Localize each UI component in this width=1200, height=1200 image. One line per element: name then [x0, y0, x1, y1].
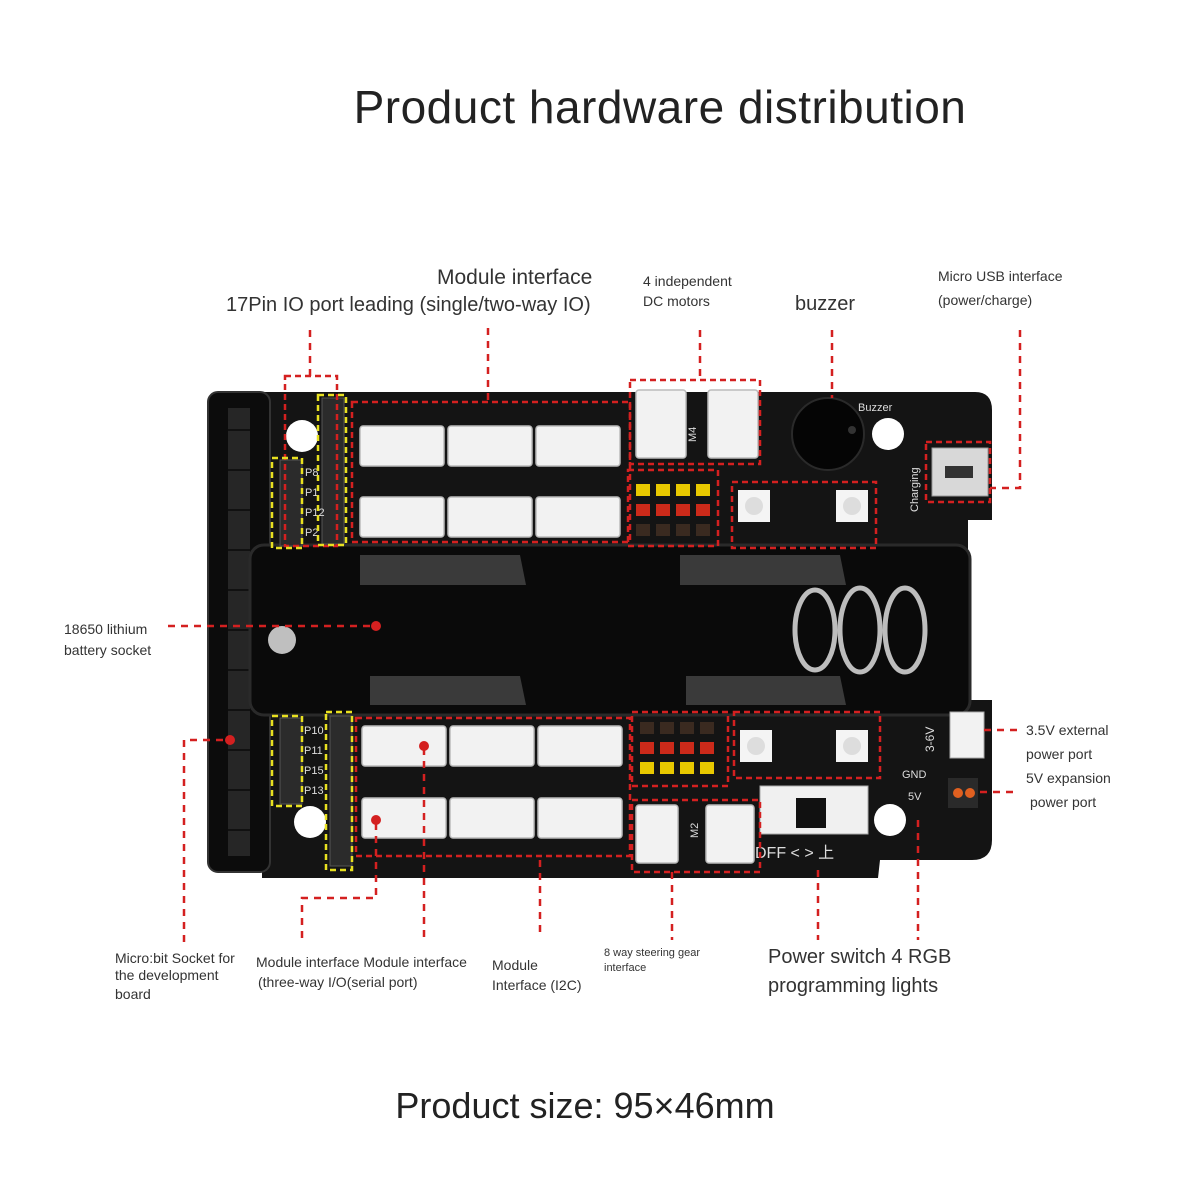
board-text-gnd: GND — [902, 769, 927, 781]
callout-dot — [225, 735, 235, 745]
board-text-m4: M4 — [687, 427, 699, 442]
label-io-port: 17Pin IO port leading (single/two-way IO… — [226, 294, 591, 316]
board-pin-label: P13 — [304, 785, 324, 797]
label-dc-motors-1: 4 independent — [643, 273, 732, 289]
buzzer-component — [791, 397, 865, 471]
board-pin-label: P12 — [305, 507, 325, 519]
board-pin-label: P11 — [304, 745, 323, 757]
label-exp-power-2: power port — [1030, 794, 1097, 810]
label-servo-2: interface — [604, 962, 647, 974]
board-text-5v: 5V — [908, 791, 922, 803]
label-battery-2: battery socket — [64, 642, 152, 658]
board-text-charging: Charging — [909, 467, 921, 512]
label-switch-rgb-2: programming lights — [768, 975, 939, 997]
page-title: Product hardware distribution — [353, 81, 967, 133]
io-port-box — [270, 456, 304, 550]
battery-holder — [248, 543, 972, 717]
top-module-box — [350, 400, 632, 544]
io-pin-strip-top — [321, 397, 345, 545]
rgb-box-bottom — [732, 710, 882, 780]
servo-header-top — [636, 484, 710, 536]
label-usb-1: Micro USB interface — [938, 268, 1063, 284]
label-servo-1: 8 way steering gear — [604, 947, 700, 959]
label-module-io-1: Module interface Module interface — [256, 954, 467, 970]
label-module-io-2: (three-way I/O(serial port) — [258, 974, 418, 990]
top-module-connectors — [359, 425, 621, 538]
board-text-off-on: DFF < > 上 — [755, 844, 834, 862]
board-pin-label: P15 — [304, 765, 324, 777]
label-exp-power-1: 5V expansion — [1026, 770, 1111, 786]
servo-header-bottom — [640, 722, 714, 774]
bottom-module-box — [354, 716, 632, 858]
label-microbit-3: board — [115, 986, 151, 1002]
io-port-box — [324, 710, 354, 872]
board-text-buzzer: Buzzer — [858, 402, 893, 414]
label-microbit-2: the development — [115, 967, 219, 983]
mount-hole — [294, 806, 326, 838]
bottom-module-connectors — [361, 725, 623, 839]
label-usb-2: (power/charge) — [938, 292, 1033, 308]
board-pin-label: P1 — [305, 487, 318, 499]
motor-connectors — [635, 389, 759, 864]
board-pin-label: P10 — [304, 725, 324, 737]
label-ext-power-1: 3.5V external — [1026, 722, 1109, 738]
board-pin-label: P8 — [305, 467, 318, 479]
io-port-box — [316, 393, 348, 547]
board-text-volt: 3-6V — [923, 727, 937, 752]
callout-dot — [371, 621, 381, 631]
product-size: Product size: 95×46mm — [395, 1085, 775, 1126]
label-battery-1: 18650 lithium — [64, 621, 148, 637]
rgb-leds — [738, 490, 868, 762]
label-switch-rgb-1: Power switch 4 RGB — [768, 946, 952, 968]
callout-dot — [419, 741, 429, 751]
usb-box — [924, 440, 992, 504]
label-dc-motors-2: DC motors — [643, 293, 710, 309]
callout-dot — [371, 815, 381, 825]
label-buzzer: buzzer — [795, 293, 856, 315]
label-module-i2c-2: Interface (I2C) — [492, 977, 582, 993]
mount-hole — [872, 418, 904, 450]
label-microbit-1: Micro:bit Socket for — [115, 950, 235, 966]
board-text-m2: M2 — [689, 823, 701, 838]
label-module-i2c-1: Module — [492, 957, 538, 973]
motor-box-top — [628, 378, 762, 466]
label-ext-power-2: power port — [1026, 746, 1093, 762]
microbit-socket — [207, 391, 271, 873]
mount-hole — [286, 420, 318, 452]
rgb-box-top — [730, 480, 878, 550]
external-power-port — [949, 711, 985, 759]
mount-hole — [874, 804, 906, 836]
io-pin-strip-bottom — [329, 715, 353, 867]
servo-box-top — [626, 468, 720, 548]
board-pin-label: P2 — [305, 527, 318, 539]
motor-box-bottom — [630, 798, 762, 874]
io-port-box — [270, 714, 304, 808]
servo-box-bottom — [630, 710, 730, 788]
label-module-interface-top: Module interface — [437, 266, 593, 289]
